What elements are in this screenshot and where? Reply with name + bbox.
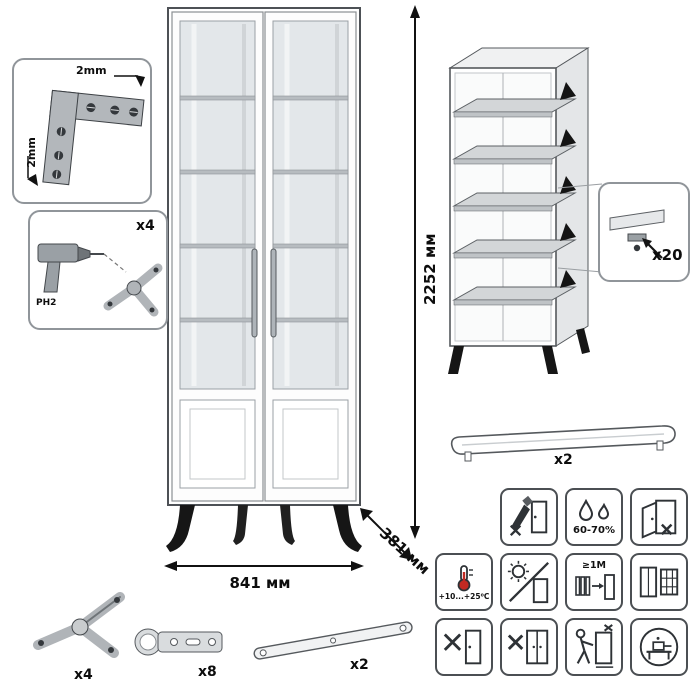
strap-qty-label: x2 — [350, 657, 369, 673]
heat-distance-requirement: ≥1M — [565, 553, 623, 611]
prohibited-use-warning — [435, 618, 493, 676]
no-sharp-objects-warning — [500, 488, 558, 546]
humidity-label: 60-70% — [572, 524, 615, 536]
corner-offset-top-label: 2mm — [76, 64, 107, 77]
person-pushing-cabinet-icon — [575, 624, 614, 668]
depth-dimension — [352, 500, 427, 575]
strap-drawing — [253, 621, 413, 660]
shelf-pin-drawing — [609, 209, 665, 259]
humidity-requirement: 60-70% — [565, 488, 623, 546]
open-cabinet-drawing — [448, 47, 603, 374]
workbench-circle-icon — [639, 627, 679, 667]
water-drops-icon — [578, 498, 610, 521]
width-dimension-arrow — [164, 561, 364, 571]
door-handle-left — [251, 248, 258, 338]
hinge-qty-label: x8 — [198, 664, 217, 680]
height-dimension-label: 2252 мм — [421, 233, 439, 306]
handle-drawing — [450, 425, 676, 462]
width-dimension-label: 841 мм — [229, 574, 291, 592]
x-cabinet-icon — [443, 629, 482, 665]
leg-assembly-qty-label: x4 — [136, 218, 155, 234]
cabinet-lattice-icon — [639, 566, 679, 598]
shelf-assembly-view — [438, 38, 603, 383]
cabinet-front-drawing — [166, 7, 362, 552]
no-direct-sunlight-warning — [500, 553, 558, 611]
leg-qty-label: x4 — [74, 667, 93, 683]
no-sharp-objects-icon — [509, 495, 548, 537]
hinge-drawing — [134, 628, 223, 656]
height-dimension — [400, 0, 430, 545]
depth-dimension-arrow — [360, 508, 412, 560]
do-not-drag-warning — [565, 618, 623, 676]
height-dimension-arrow — [410, 5, 420, 539]
corner-bracket-drawing — [27, 75, 145, 186]
leg-part: x4 — [22, 583, 137, 685]
leg-part-icon — [103, 263, 163, 317]
drill-bit-label: PH2 — [36, 298, 57, 308]
prohibited-use-double-warning — [500, 618, 558, 676]
leg-drawing — [33, 592, 125, 658]
open-door-warning — [630, 488, 688, 546]
strap-part: x2 — [238, 605, 428, 679]
shelf-boards — [452, 98, 577, 306]
handle-qty-label: x2 — [554, 452, 573, 468]
open-door-x-icon — [641, 499, 677, 539]
temperature-label: +10...+25⁰C — [438, 591, 490, 601]
drill-icon — [37, 243, 104, 293]
shelf-pin-callout: x20 — [598, 182, 690, 282]
assembly-surface-note — [630, 618, 688, 676]
hinge-part: x8 — [128, 618, 238, 682]
shelf-pin-qty-label: x20 — [652, 246, 683, 264]
corner-offset-side-label: 2mm — [24, 137, 38, 168]
handle-part: x2 — [438, 412, 693, 470]
drill-and-leg-drawing — [37, 243, 163, 317]
lattice-placement-warning — [630, 553, 688, 611]
radiator-distance-icon — [575, 574, 615, 601]
heat-distance-label: ≥1M — [581, 559, 607, 571]
sun-slash-cabinet-icon — [507, 560, 550, 604]
door-handle-right — [270, 248, 277, 338]
corner-bracket-detail: 2mm 2mm — [12, 58, 152, 204]
cabinet-front-view — [148, 2, 378, 562]
leg-assembly-step: x4 PH2 — [28, 210, 168, 330]
temperature-requirement: +10...+25⁰C — [435, 553, 493, 611]
insertion-arrows — [560, 82, 576, 288]
x-double-cabinet-icon — [507, 629, 549, 665]
thermometer-icon — [457, 564, 473, 592]
width-dimension — [150, 556, 370, 576]
